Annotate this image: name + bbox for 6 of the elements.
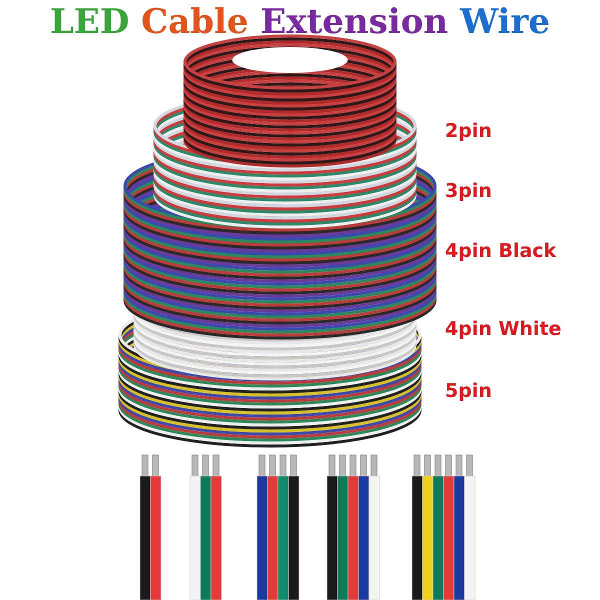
- wire-type-label: 4pin Black: [445, 240, 556, 262]
- wire-type-label: 4pin White: [445, 318, 562, 340]
- title: LED Cable Extension Wire: [49, 2, 551, 42]
- wire-type-label: 3pin: [445, 180, 492, 202]
- wire-type-label: 5pin: [445, 380, 492, 402]
- wire-type-label: 2pin: [445, 120, 492, 142]
